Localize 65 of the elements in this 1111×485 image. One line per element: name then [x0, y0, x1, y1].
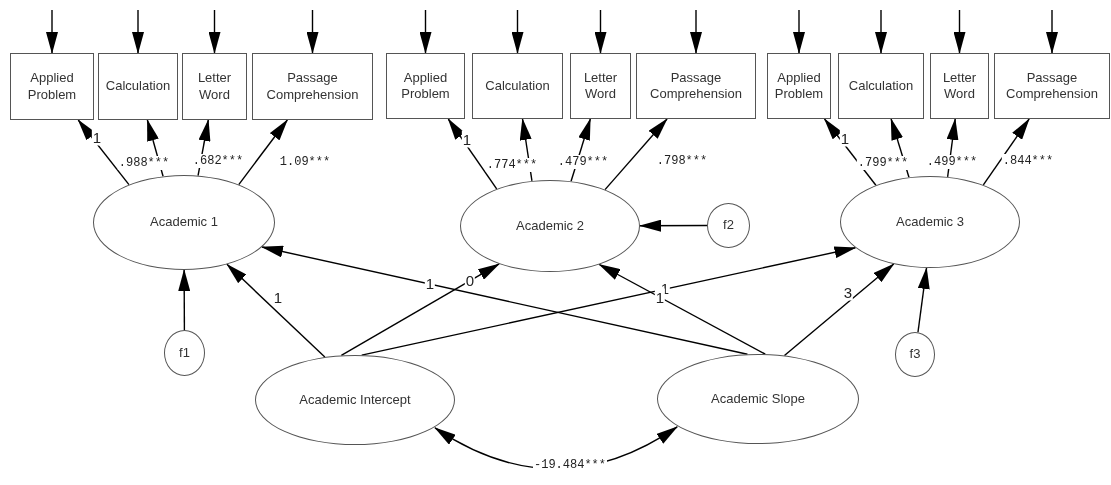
arrow: [238, 119, 288, 186]
edge-label: 1: [839, 129, 851, 147]
arrow: [447, 118, 498, 190]
variable-label: Letter Word: [196, 70, 233, 103]
observed-variable-box: [767, 53, 831, 119]
observed-variable-box: [10, 53, 94, 120]
arrow: [690, 9, 702, 54]
variable-label: Passage Comprehension: [1005, 69, 1099, 103]
arrow: [875, 9, 887, 54]
arrow: [361, 246, 857, 356]
arrow: [917, 266, 930, 333]
variable-label: Academic 3: [896, 213, 964, 231]
variable-label: f3: [909, 346, 921, 363]
arrow: [132, 9, 144, 54]
arrow: [208, 9, 221, 54]
arrow: [982, 118, 1030, 186]
error-term-circle: [707, 203, 750, 248]
error-term-circle: [164, 330, 205, 376]
variable-label: f1: [179, 344, 190, 362]
arrow: [178, 269, 191, 331]
variable-label: Letter Word: [941, 69, 978, 103]
arrow: [793, 9, 805, 54]
arrow: [419, 9, 432, 54]
edge-label: 1: [91, 128, 103, 146]
observed-variable-box: [994, 53, 1110, 119]
arrow: [340, 263, 500, 357]
variable-label: Calculation: [848, 77, 914, 95]
arrow: [1046, 9, 1058, 54]
variable-label: Letter Word: [582, 69, 619, 103]
variable-label: f2: [723, 217, 734, 234]
variable-label: Academic 2: [516, 217, 584, 235]
arrow: [639, 219, 708, 232]
edge-label: .799***: [856, 156, 910, 170]
edge-label: .988***: [117, 156, 171, 170]
variable-label: Academic Slope: [711, 390, 805, 408]
arrow: [594, 9, 607, 54]
observed-variable-box: [98, 53, 178, 120]
variable-label: Applied Problem: [26, 70, 78, 103]
observed-variable-box: [570, 53, 631, 119]
variable-label: Passage Comprehension: [265, 70, 360, 103]
edge-label: -19.484***: [533, 458, 607, 472]
arrow: [953, 9, 966, 54]
arrow: [604, 118, 668, 191]
observed-variable-box: [838, 53, 924, 119]
variable-label: Calculation: [485, 77, 550, 95]
observed-variable-box: [636, 53, 756, 119]
arrow: [46, 9, 58, 54]
variable-label: Calculation: [105, 78, 171, 95]
observed-variable-box: [182, 53, 247, 120]
observed-variable-box: [252, 53, 373, 120]
variable-label: Academic Intercept: [299, 391, 411, 409]
variable-label: Applied Problem: [400, 69, 451, 103]
observed-variable-box: [386, 53, 465, 119]
observed-variable-box: [930, 53, 989, 119]
arrow: [598, 263, 766, 355]
error-term-circle: [895, 332, 935, 377]
edge-label: 1: [461, 130, 473, 148]
variable-label: Passage Comprehension: [649, 69, 743, 103]
arrow: [77, 119, 130, 186]
arrow: [306, 9, 319, 54]
observed-variable-box: [472, 53, 563, 119]
variable-label: Academic 1: [150, 214, 218, 231]
arrow: [823, 118, 877, 186]
arrow: [511, 9, 524, 54]
variable-label: Applied Problem: [773, 69, 825, 103]
